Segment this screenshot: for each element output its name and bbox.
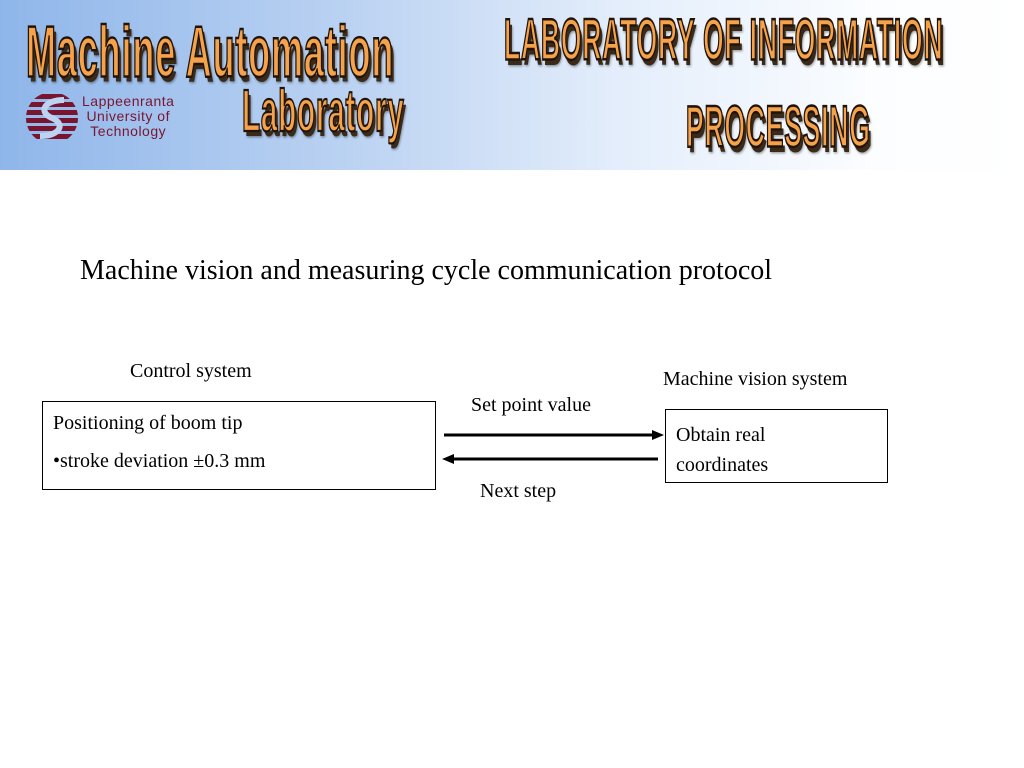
control-box-line-1: Positioning of boom tip <box>53 412 243 434</box>
machine-automation-title: Machine Automation <box>25 11 395 94</box>
machine-vision-box: Obtain real coordinates <box>665 409 888 483</box>
university-line-1: Lappeenranta <box>82 93 175 109</box>
university-name: Lappeenranta University of Technology <box>82 94 174 139</box>
processing-title: PROCESSING <box>685 94 871 162</box>
lab-information-title: LABORATORY OF INFORMATION <box>503 7 944 75</box>
lut-emblem-icon <box>26 94 78 139</box>
slide-title: Machine vision and measuring cycle commu… <box>80 255 773 286</box>
control-system-heading: Control system <box>130 360 252 382</box>
protocol-arrows <box>442 430 664 464</box>
control-system-box: Positioning of boom tip •stroke deviatio… <box>42 401 436 490</box>
vision-box-line-2: coordinates <box>676 454 769 476</box>
machine-vision-heading: Machine vision system <box>663 368 848 390</box>
next-step-arrow <box>442 454 658 464</box>
next-step-label: Next step <box>480 480 557 502</box>
university-line-2: University of <box>86 108 170 124</box>
header-banner: Machine Automation Laboratory Lappeenran… <box>0 0 1024 170</box>
university-line-3: Technology <box>90 123 167 139</box>
vision-box-line-1: Obtain real <box>676 424 766 446</box>
set-point-arrow <box>444 430 664 440</box>
set-point-label: Set point value <box>471 394 591 416</box>
control-box-line-2: •stroke deviation ±0.3 mm <box>53 450 266 472</box>
laboratory-title: Laboratory <box>241 79 405 146</box>
